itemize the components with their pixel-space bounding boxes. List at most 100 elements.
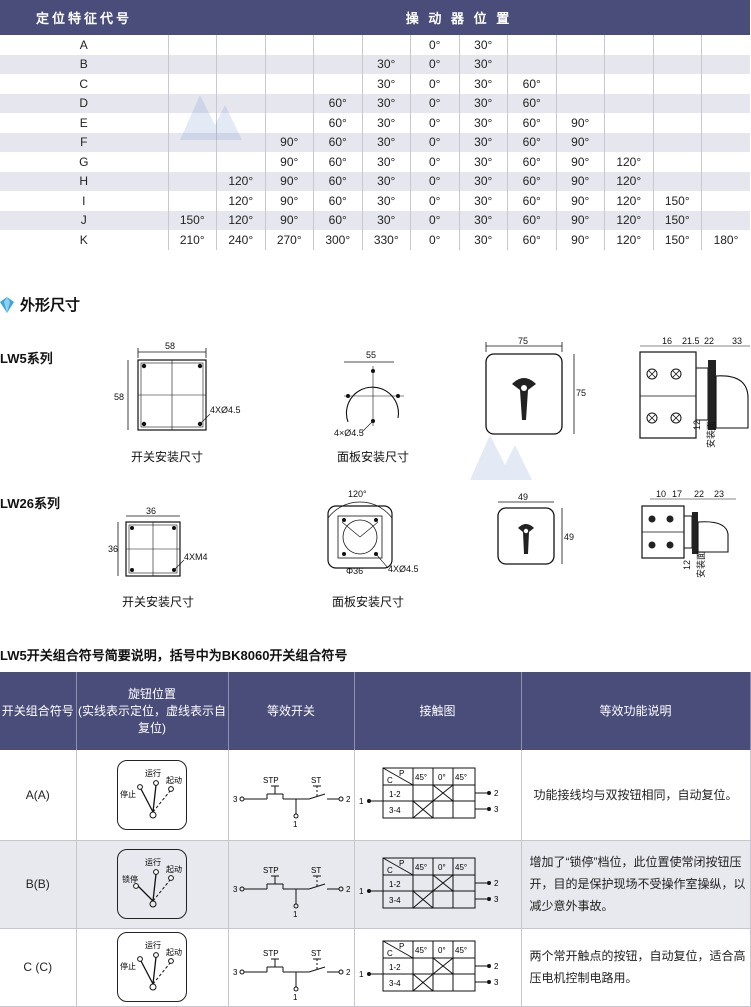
position-cell: 0° — [410, 35, 459, 55]
knob-diagram-cell: 停止 运行 起动 — [76, 928, 229, 1007]
lw5-side-label: 安装面 — [705, 421, 716, 448]
lw26-panel-angle: 120° — [348, 489, 367, 499]
position-cell — [507, 35, 556, 55]
position-cell: 0° — [410, 93, 459, 113]
lw26-panel-caption: 面板安装尺寸 — [332, 595, 405, 609]
position-cell — [652, 35, 702, 55]
position-cell: 150° — [652, 210, 702, 230]
combo-header-function: 等效功能说明 — [521, 672, 751, 750]
position-cell: 30° — [361, 93, 411, 113]
position-cell: 60° — [313, 171, 362, 191]
position-cell: 90° — [264, 171, 314, 191]
switch-node-1: 1 — [293, 820, 298, 829]
position-code: G — [0, 152, 168, 172]
position-cell: 60° — [313, 132, 362, 152]
lw26-front-width: 49 — [518, 492, 528, 502]
lw5-panel-caption: 面板安装尺寸 — [337, 450, 410, 464]
position-cell: 30° — [361, 74, 411, 94]
knob-diagram: 停止 运行 起动 — [117, 932, 187, 1002]
contact-angle-zero: 0° — [438, 946, 446, 955]
lw5-switch-width: 58 — [165, 341, 175, 351]
position-cell — [167, 152, 217, 172]
position-code: B — [0, 54, 168, 74]
position-cell — [652, 54, 702, 74]
lw26-side-dim-1: 10 — [656, 489, 666, 499]
lw5-side-dim-4: 33 — [732, 336, 742, 346]
position-cell: 30° — [361, 171, 411, 191]
switch-node-3: 3 — [233, 968, 238, 977]
position-cell — [652, 93, 702, 113]
lw5-switch-mount-drawing: 58 58 4XØ4.5 — [114, 341, 241, 431]
position-cell: 120° — [604, 191, 653, 211]
position-cell: 0° — [410, 171, 459, 191]
position-cell — [313, 54, 362, 74]
position-cell: 0° — [410, 210, 459, 230]
dimensions-heading: 外形尺寸 — [0, 294, 80, 315]
position-cell — [216, 113, 265, 133]
position-cell — [701, 35, 750, 55]
position-cell — [604, 93, 653, 113]
position-cell: 90° — [555, 210, 605, 230]
position-cell — [701, 74, 750, 94]
position-cell: 0° — [410, 152, 459, 172]
knob-diagram: 停止 运行 起动 — [117, 759, 187, 830]
position-cell — [604, 74, 653, 94]
position-cell: 60° — [507, 210, 556, 230]
header-positions: 操 动 器 位 置 — [168, 0, 750, 35]
position-cell: 120° — [604, 230, 653, 250]
position-cell: 60° — [313, 113, 362, 133]
contact-diagram-cell: P C 45° 0° 45° 1-2 3-4 2 3 1 — [354, 840, 522, 929]
combo-row: B(B) 锁停 运行 起动 3 — [0, 840, 751, 929]
contact-c: C — [387, 949, 393, 958]
position-cell: 60° — [507, 152, 556, 172]
position-cell: 90° — [264, 191, 314, 211]
contact-row-12: 1-2 — [389, 963, 401, 972]
switch-node-2: 2 — [346, 885, 351, 894]
contact-diagram: P C 45° 0° 45° 1-2 3-4 2 3 1 — [359, 940, 499, 991]
switch-label-stp: STP — [263, 776, 279, 785]
knob-label-mid: 运行 — [145, 857, 161, 867]
position-cell: 30° — [361, 113, 411, 133]
lw5-panel-mount-drawing: 55 4×Ø4.5 — [334, 350, 404, 438]
contact-row-34: 3-4 — [389, 806, 401, 815]
combo-description: 两个常开触点的按钮，自动复位，适合高压电机控制电路用。 — [521, 928, 751, 1007]
position-cell: 60° — [507, 230, 556, 250]
lw5-front-height: 75 — [576, 388, 586, 398]
position-cell: 60° — [507, 171, 556, 191]
contact-pin-3: 3 — [494, 805, 499, 814]
combo-row: A(A) 停止 运行 起动 3 — [0, 750, 751, 841]
position-cell: 30° — [458, 191, 508, 211]
switch-node-3: 3 — [233, 885, 238, 894]
position-cell: 120° — [216, 210, 265, 230]
position-code: I — [0, 191, 168, 211]
position-cell — [216, 35, 265, 55]
contact-diagram: P C 45° 0° 45° 1-2 3-4 2 3 1 — [359, 857, 499, 908]
position-cell: 60° — [313, 152, 362, 172]
contact-c: C — [387, 866, 393, 875]
position-cell: 240° — [216, 230, 265, 250]
position-cell: 60° — [507, 93, 556, 113]
position-cell: 150° — [652, 191, 702, 211]
lw5-front-view: 75 75 — [485, 336, 586, 435]
lw5-front-width: 75 — [518, 336, 528, 346]
switch-node-2: 2 — [346, 795, 351, 804]
equiv-switch-cell: 3 STP 1 ST 2 — [228, 840, 355, 929]
knob-label-right: 起动 — [166, 864, 182, 874]
position-cell: 30° — [458, 93, 508, 113]
position-cell: 90° — [555, 152, 605, 172]
combo-note: LW5开关组合符号简要说明，括号中为BK8060开关组合符号 — [0, 648, 348, 663]
lw26-switch-mount-drawing: 36 36 4XM4 — [108, 506, 208, 577]
contact-angle-left: 45° — [415, 946, 427, 955]
contact-pin-3: 3 — [494, 978, 499, 987]
combo-row: C (C) 停止 运行 起动 3 — [0, 928, 751, 1007]
position-cell: 30° — [458, 35, 508, 55]
knob-label-left: 停止 — [120, 789, 136, 799]
lw26-switch-width: 36 — [146, 506, 156, 516]
combo-header-knob: 旋钮位置 (实线表示定位，虚线表示自复位) — [76, 672, 229, 750]
lw5-switch-caption: 开关安装尺寸 — [131, 450, 204, 464]
position-cell: 30° — [458, 54, 508, 74]
position-cell — [701, 93, 750, 113]
